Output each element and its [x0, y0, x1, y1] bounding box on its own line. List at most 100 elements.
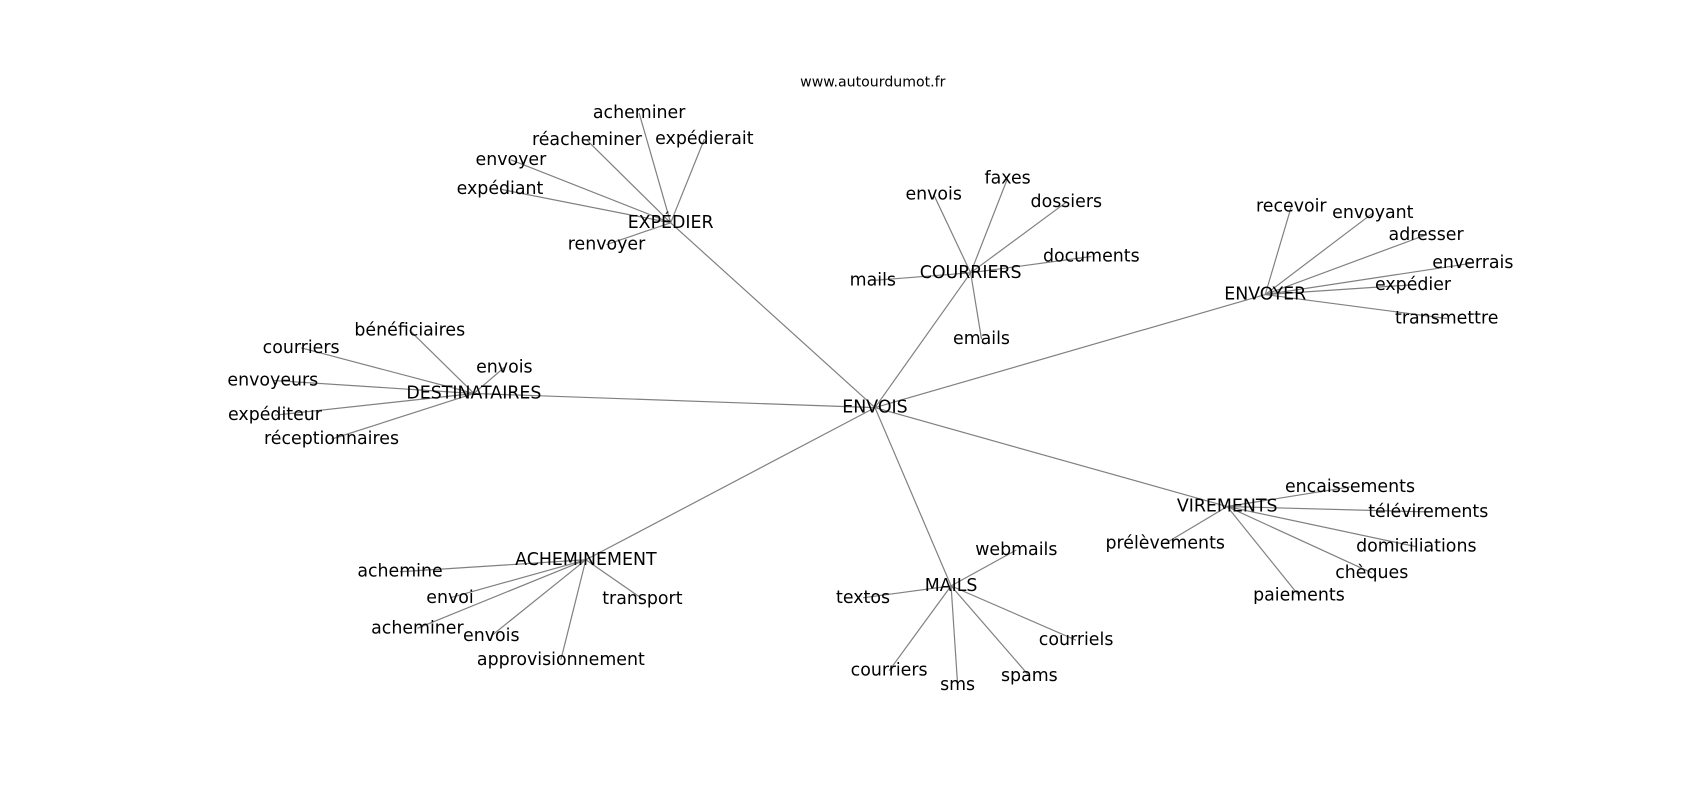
leaf-node-label: réacheminer	[532, 130, 643, 150]
leaf-node-label: réceptionnaires	[264, 429, 399, 449]
leaf-node-label: acheminer	[593, 103, 686, 123]
edge-hub-leaf	[862, 585, 952, 599]
leaf-node-label: envoyer	[476, 150, 548, 170]
leaf-node-label: transmettre	[1395, 308, 1498, 328]
edge-hub-leaf	[1227, 505, 1417, 548]
edge-hub-leaf	[417, 559, 587, 629]
edge-hub-leaf	[970, 272, 983, 340]
hub-node-label: DESTINATAIRES	[406, 383, 541, 403]
hub-node-label: MAILS	[925, 576, 978, 596]
leaf-node-label: chèques	[1335, 563, 1408, 583]
hub-node-label: ENVOYER	[1224, 285, 1306, 305]
leaf-node-label: mails	[850, 270, 896, 290]
leaf-node-label: approvisionnement	[477, 650, 645, 670]
leaf-node-label: adresser	[1389, 225, 1465, 245]
edge-hub-leaf	[1226, 505, 1372, 574]
edge-hub-leaf	[1265, 284, 1414, 296]
edge-hub-leaf	[1227, 505, 1429, 513]
edge-hub-leaf	[1265, 262, 1473, 296]
edge-hub-leaf	[933, 194, 972, 274]
edge-center-hub	[585, 407, 876, 561]
center-node-label: ENVOIS	[842, 398, 907, 418]
leaf-node-label: envois	[476, 357, 533, 377]
leaf-node-label: expédiant	[457, 179, 544, 199]
edge-hub-leaf	[1265, 234, 1427, 296]
leaf-node-label: télévirements	[1368, 502, 1488, 522]
leaf-node-label: envoyant	[1332, 203, 1414, 223]
edge-hub-leaf	[473, 366, 505, 394]
edge-center-hub	[473, 392, 876, 409]
edge-center-hub	[874, 407, 952, 587]
hub-node-label: EXPÉDIER	[628, 211, 714, 233]
hub-node-label: COURRIERS	[920, 263, 1022, 283]
leaf-node-label: dossiers	[1031, 192, 1102, 212]
leaf-node-label: expédier	[1375, 275, 1452, 295]
edge-hub-leaf	[670, 138, 705, 224]
edge-hub-leaf	[331, 392, 475, 440]
edge-hub-leaf	[1227, 486, 1351, 508]
edge-hub-leaf	[274, 392, 474, 416]
edge-hub-leaf	[638, 112, 672, 223]
edge-hub-leaf	[272, 379, 474, 395]
edge-hub-leaf	[970, 255, 1092, 274]
leaf-node-label: courriers	[851, 661, 928, 681]
edge-hub-leaf	[950, 585, 1077, 641]
edge-hub-leaf	[950, 585, 959, 685]
edge-center-hub	[874, 272, 972, 408]
site-title: www.autourdumot.fr	[800, 75, 945, 91]
edge-center-hub	[874, 407, 1228, 508]
edge-hub-leaf	[872, 272, 971, 282]
edge-hub-leaf	[490, 559, 587, 637]
hub-node-label: VIREMENTS	[1177, 497, 1278, 517]
leaf-node-label: expéditeur	[228, 405, 323, 425]
leaf-node-label: transport	[602, 589, 682, 609]
edge-hub-leaf	[888, 585, 952, 672]
leaf-node-label: envoi	[426, 588, 473, 608]
leaf-node-label: prélèvements	[1105, 533, 1224, 553]
leaf-node-label: documents	[1043, 247, 1140, 267]
edge-hub-leaf	[586, 139, 672, 224]
edge-hub-leaf	[560, 559, 587, 660]
leaf-node-label: achemine	[357, 562, 442, 582]
edge-hub-leaf	[1164, 506, 1228, 544]
leaf-node-label: webmails	[975, 540, 1057, 560]
leaf-node-label: courriels	[1039, 630, 1114, 650]
edge-hub-leaf	[970, 178, 1009, 274]
leaf-node-label: bénéficiaires	[354, 320, 465, 340]
leaf-node-label: textos	[836, 588, 890, 608]
leaf-node-label: envois	[463, 626, 520, 646]
edge-hub-leaf	[950, 585, 1030, 677]
leaf-node-label: envoyeurs	[227, 370, 318, 390]
edge-hub-leaf	[499, 188, 671, 224]
leaf-node-label: paiements	[1253, 586, 1345, 606]
edge-hub-leaf	[1226, 506, 1300, 597]
edge-center-hub	[670, 222, 876, 409]
node-labels: ENVOIS EXPÉDIER acheminer réacheminer expédi…	[227, 103, 1513, 695]
leaf-node-label: spams	[1001, 666, 1058, 686]
leaf-node-label: envois	[905, 185, 961, 205]
leaf-node-label: domiciliations	[1356, 537, 1476, 557]
leaf-node-label: acheminer	[371, 618, 464, 638]
leaf-node-label: emails	[953, 329, 1010, 349]
edge-hub-leaf	[585, 559, 643, 600]
leaf-node-label: recevoir	[1256, 197, 1327, 217]
edge-center-hub	[874, 293, 1266, 409]
leaf-node-label: renvoyer	[568, 235, 646, 255]
leaf-node-label: faxes	[984, 168, 1030, 188]
leaf-node-label: encaissements	[1285, 477, 1415, 497]
edge-hub-leaf	[449, 559, 587, 599]
leaf-node-label: expédierait	[655, 129, 754, 149]
leaf-node-label: enverrais	[1432, 253, 1513, 273]
edge-hub-leaf	[1264, 212, 1374, 296]
hub-node-label: ACHEMINEMENT	[515, 550, 657, 570]
edge-hub-leaf	[970, 201, 1067, 274]
edge-hub-leaf	[399, 559, 586, 573]
edge-hub-leaf	[1264, 206, 1292, 295]
leaf-node-label: sms	[940, 675, 975, 695]
leaf-node-label: courriers	[263, 338, 340, 358]
edge-hub-leaf	[510, 159, 671, 224]
edge-hub-leaf	[300, 347, 475, 395]
edge-hub-leaf	[409, 330, 475, 394]
edges	[272, 112, 1473, 685]
